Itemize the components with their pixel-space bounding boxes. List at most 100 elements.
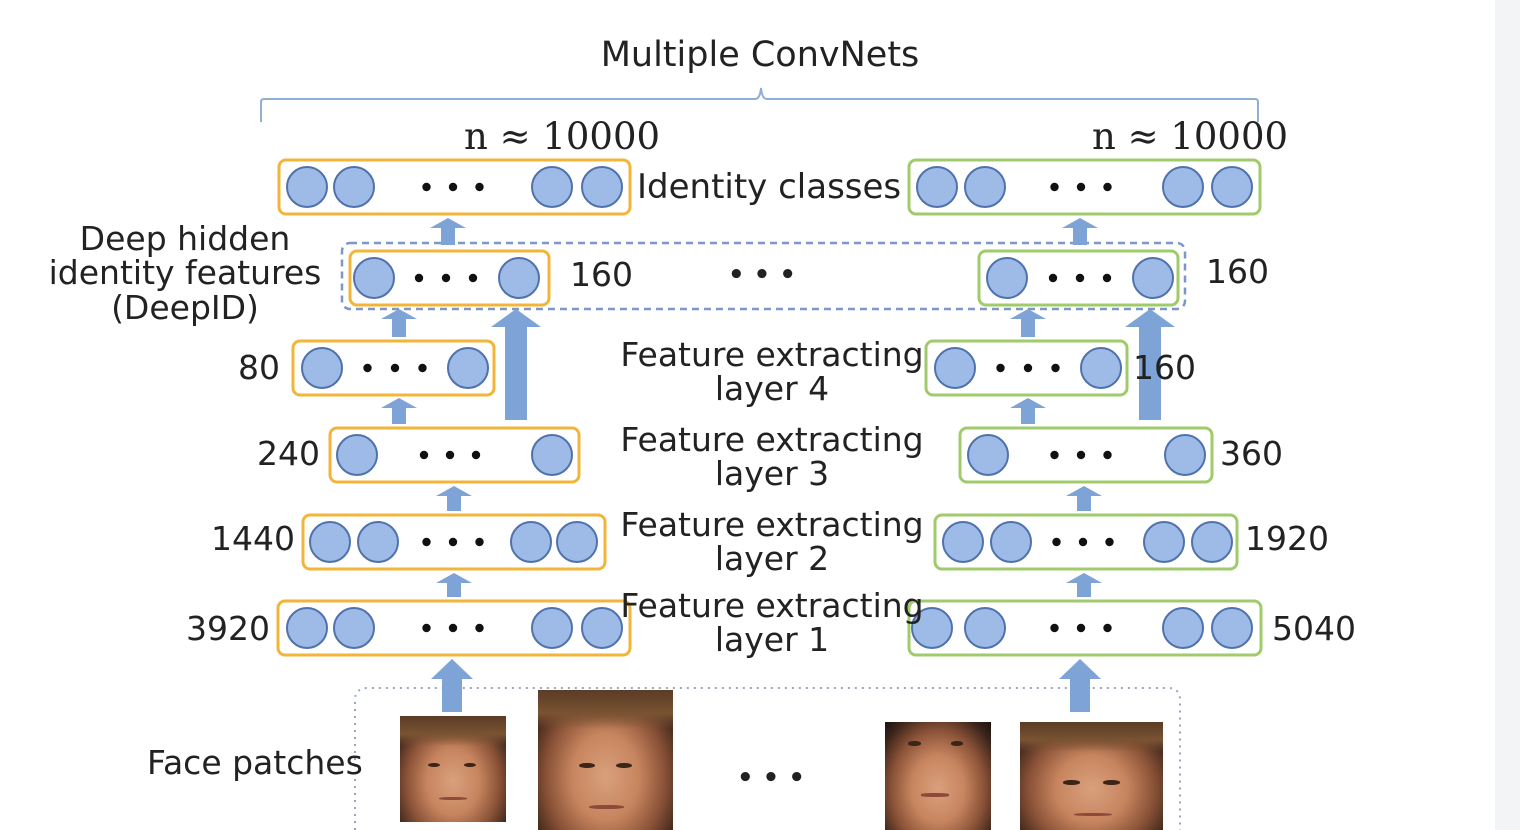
layer4-label: Feature extracting layer 4 (607, 338, 937, 406)
neuron (986, 257, 1028, 299)
ellipsis-dot (363, 363, 372, 373)
ellipsis-dot (1050, 623, 1059, 633)
face-eye (908, 741, 922, 746)
ellipsis-dot (422, 623, 431, 633)
neuron (911, 607, 953, 649)
face-eye (427, 762, 441, 767)
face-patches-group-box (354, 687, 1181, 830)
left-output-count: n ≈ 10000 (464, 115, 661, 158)
ellipsis-dot (1050, 182, 1059, 192)
face-patch-image (400, 716, 506, 822)
ellipsis-dot (1076, 182, 1086, 192)
neuron (1211, 166, 1253, 208)
face-patches-label: Face patches (147, 743, 363, 782)
layer2-label: Feature extracting layer 2 (607, 508, 937, 576)
right-layer3-box (958, 426, 1214, 484)
left-arrow-to-identity (430, 218, 466, 245)
left-arrow-to-layer4 (381, 398, 417, 424)
face-patch-image (885, 722, 991, 830)
neuron (967, 434, 1009, 476)
layer2-label-line1: Feature extracting (620, 505, 924, 544)
diagram-title: Multiple ConvNets (600, 35, 920, 75)
ellipsis-dot (1052, 537, 1061, 547)
ellipsis-dot (1078, 537, 1088, 547)
deepid-label-line1: Deep hidden (79, 219, 291, 258)
neuron (309, 521, 351, 563)
page-scroll-gutter (1495, 0, 1520, 830)
ellipsis-dot (475, 182, 484, 192)
ellipsis-dot (448, 623, 458, 633)
ellipsis-dot (1102, 273, 1112, 283)
deepid-middle-ellipsis: • • • (728, 260, 796, 290)
face-patch-image (1020, 722, 1163, 830)
face-hair (400, 716, 506, 746)
ellipsis-dot (1103, 623, 1112, 633)
right-layer1-size: 5040 (1272, 609, 1356, 648)
ellipsis-dot (475, 623, 484, 633)
multiple-convnets-bracket (260, 87, 1259, 122)
right-arrow-to-layer2 (1066, 573, 1102, 597)
left-layer1-size: 3920 (186, 609, 270, 648)
neuron (286, 166, 328, 208)
right-deepid-size: 160 (1206, 252, 1269, 291)
neuron (1162, 166, 1204, 208)
face-mouth (1074, 812, 1112, 816)
neuron (1143, 521, 1185, 563)
neuron (336, 434, 378, 476)
ellipsis-dot (445, 450, 455, 460)
faces-middle-ellipsis: • • • (737, 763, 805, 793)
deepid-label-line3: (DeepID) (111, 288, 259, 327)
layer1-label: Feature extracting layer 1 (607, 589, 937, 657)
deepid-label-line2: identity features (48, 253, 322, 292)
left-layer2-box (301, 513, 607, 571)
neuron (531, 166, 573, 208)
right-output-count: n ≈ 10000 (1092, 115, 1289, 158)
face-hair (1020, 722, 1163, 753)
left-identity-box (277, 158, 632, 216)
neuron (333, 607, 375, 649)
face-mouth (589, 804, 625, 809)
layer3-label-line1: Feature extracting (620, 420, 924, 459)
face-eye (463, 762, 477, 767)
left-arrow-to-layer2 (436, 573, 472, 597)
left-layer2-size: 1440 (211, 519, 295, 558)
ellipsis-dot (1048, 273, 1058, 283)
neuron (353, 257, 395, 299)
ellipsis-dot (1023, 363, 1033, 373)
layer1-label-line2: layer 1 (714, 620, 830, 659)
face-mouth (921, 793, 949, 797)
right-layer3-size: 360 (1220, 434, 1283, 473)
layer4-label-line1: Feature extracting (620, 335, 924, 374)
face-patch-image (538, 690, 673, 830)
left-arrow-to-deepid (381, 309, 417, 337)
left-skip-arrow (491, 309, 541, 420)
right-arrow-to-layer3 (1066, 486, 1102, 511)
left-layer4-box (291, 339, 496, 397)
identity-classes-label: Identity classes (637, 167, 902, 207)
neuron (301, 347, 343, 389)
neuron (333, 166, 375, 208)
ellipsis-dot (1076, 450, 1086, 460)
ellipsis-dot (390, 363, 400, 373)
deepid-group-box (340, 241, 1187, 311)
face-eye (950, 741, 964, 746)
right-input-arrow (1059, 659, 1101, 712)
ellipsis-dot (996, 363, 1005, 373)
ellipsis-dot (1051, 363, 1060, 373)
ellipsis-dot (1075, 273, 1085, 283)
right-identity-box (907, 158, 1262, 216)
right-skip-arrow (1125, 309, 1175, 420)
ellipsis-dot (419, 450, 429, 460)
left-layer4-size: 80 (238, 348, 280, 387)
neuron (1162, 607, 1204, 649)
neuron (934, 347, 976, 389)
left-layer3-size: 240 (257, 434, 320, 473)
ellipsis-dot (1103, 182, 1112, 192)
layer4-label-line2: layer 4 (714, 369, 830, 408)
right-layer2-size: 1920 (1245, 519, 1329, 558)
neuron (581, 166, 623, 208)
neuron (942, 521, 984, 563)
right-arrow-to-layer4 (1010, 398, 1046, 424)
neuron (916, 166, 958, 208)
